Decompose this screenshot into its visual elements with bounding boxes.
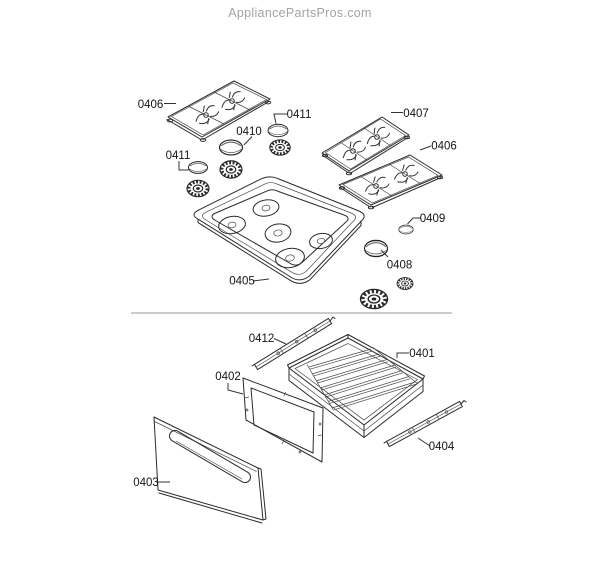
part-label-0410: 0410 [236,126,262,138]
burner-cap-0410 [218,139,244,156]
leader-line [407,217,421,225]
leader-line [273,338,287,345]
part-label-0403: 0403 [133,477,159,489]
grate-pattern [360,172,392,200]
burner-head [395,276,415,291]
part-label-0411-lower: 0411 [166,150,191,162]
callouts: 0406 0411 0410 0407 0406 0411 0409 0408 … [133,99,457,489]
grate-pattern [389,160,421,188]
drawer-handle-recess [168,430,252,483]
drawer-body-0401 [287,334,425,438]
part-label-0401: 0401 [409,348,435,360]
drawer-rail-0412 [251,316,336,371]
part-label-0411-upper: 0411 [287,109,312,121]
grate-0407 [321,116,411,176]
part-label-0406-right: 0406 [431,141,457,153]
leader-line [273,113,287,124]
drawer-front-panel-0403 [153,416,267,524]
leader-line [419,145,432,151]
part-label-0408: 0408 [387,260,413,272]
cooktop-section [166,80,444,311]
main-top-0405 [193,176,365,284]
site-watermark: AppliancePartsPros.com [228,6,371,20]
part-label-0405: 0405 [229,276,255,288]
leader-line [252,278,270,282]
part-label-0407: 0407 [403,108,429,120]
burner-head [218,159,244,180]
part-label-0402: 0402 [215,371,241,383]
burner-cap-0411-upper [267,123,289,138]
leader-line [417,437,431,447]
leader-line [178,161,189,171]
grate-pattern [190,100,223,130]
part-label-0412: 0412 [249,333,275,345]
burner-cap-0411-lower [188,161,208,174]
burner-head-large [358,287,390,311]
leader-line [380,249,389,258]
grate-pattern [216,86,249,116]
part-label-0404: 0404 [429,441,455,453]
leader-line [227,383,244,395]
grate-left-0406 [166,80,272,142]
leader-line [396,352,409,358]
part-label-0406-left: 0406 [138,99,164,111]
drawer-inner-panel-0402 [242,377,324,463]
leader-line [243,136,253,146]
grate-right-0406 [338,154,444,210]
burner-head [185,178,211,199]
burner-head [268,138,292,157]
burner-openings [218,199,333,269]
burner-cap-0408 [363,239,389,258]
part-label-0409: 0409 [420,213,446,225]
drawer-section [153,316,467,524]
drawer-rail-0404 [383,400,467,448]
burner-cap-0409 [398,224,414,235]
